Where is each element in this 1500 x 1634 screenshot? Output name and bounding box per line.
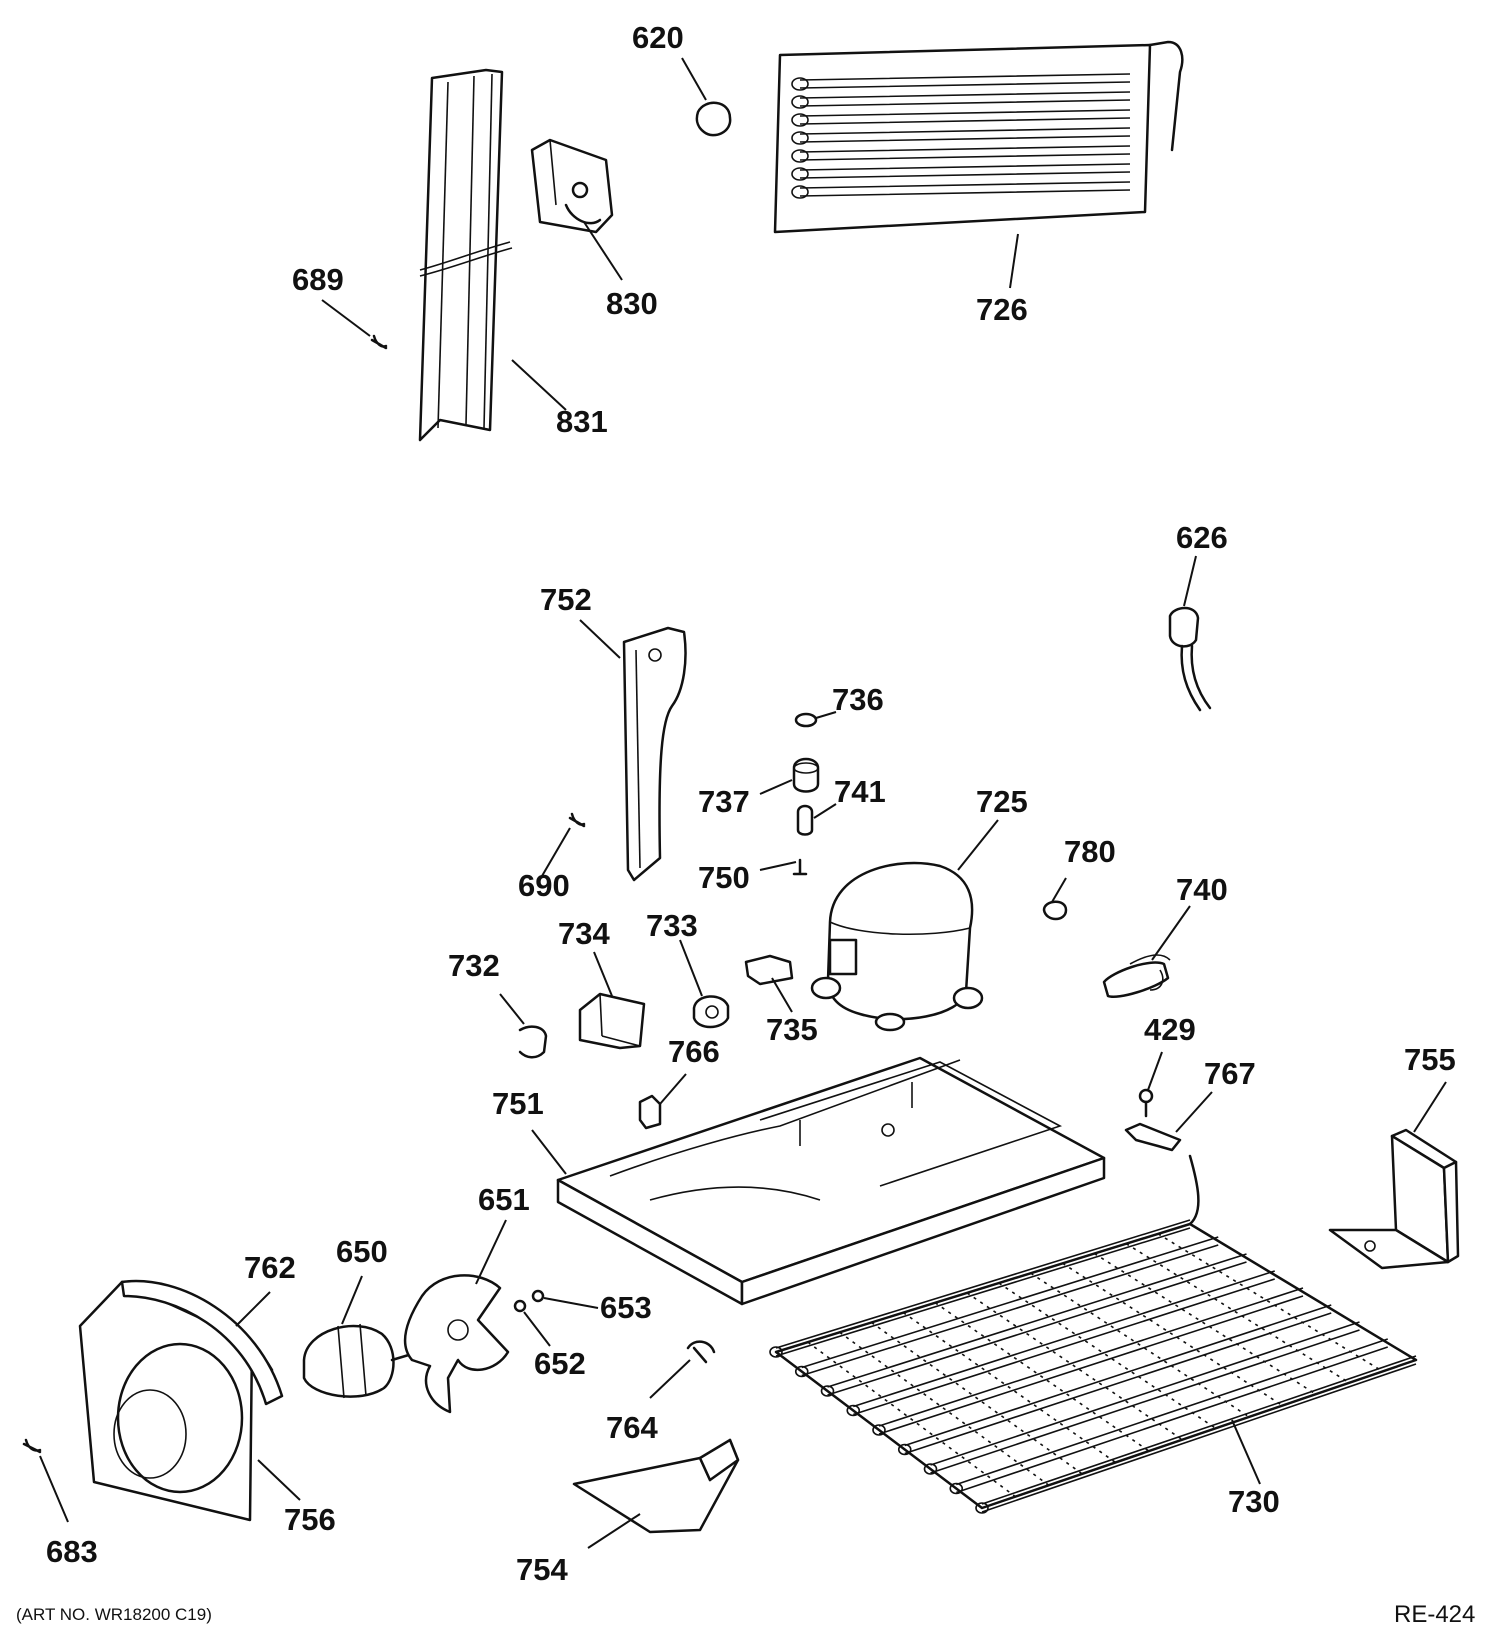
callout-764: 764 xyxy=(606,1410,658,1445)
callout-429: 429 xyxy=(1144,1012,1196,1047)
callout-683: 683 xyxy=(46,1534,98,1569)
part-653-nut xyxy=(531,1289,545,1303)
part-750-clip xyxy=(792,858,808,876)
part-767-bracket xyxy=(1124,1122,1182,1152)
part-736-grommet xyxy=(794,712,818,728)
part-652-washer xyxy=(513,1299,527,1313)
part-762-shroud-strip xyxy=(120,1279,284,1406)
callout-737: 737 xyxy=(698,784,750,819)
callout-726: 726 xyxy=(976,292,1028,327)
callout-689: 689 xyxy=(292,262,344,297)
callout-780: 780 xyxy=(1064,834,1116,869)
leader-lines xyxy=(39,57,1447,1549)
callout-653: 653 xyxy=(600,1290,652,1325)
part-734-relay xyxy=(578,992,646,1050)
callout-733: 733 xyxy=(646,908,698,943)
callout-736: 736 xyxy=(832,682,884,717)
callout-767: 767 xyxy=(1204,1056,1256,1091)
diagram-code: RE-424 xyxy=(1394,1601,1475,1628)
callout-751: 751 xyxy=(492,1086,544,1121)
callout-750: 750 xyxy=(698,860,750,895)
callout-766: 766 xyxy=(668,1034,720,1069)
callout-756: 756 xyxy=(284,1502,336,1537)
callout-752: 752 xyxy=(540,582,592,617)
callout-762: 762 xyxy=(244,1250,296,1285)
part-730-evaporator xyxy=(769,1154,1418,1514)
callout-755: 755 xyxy=(1404,1042,1456,1077)
art-number: (ART NO. WR18200 C19) xyxy=(16,1605,212,1624)
callout-620: 620 xyxy=(632,20,684,55)
part-740-overload xyxy=(1102,954,1171,999)
callout-690: 690 xyxy=(518,868,570,903)
callout-740: 740 xyxy=(1176,872,1228,907)
callout-651: 651 xyxy=(478,1182,530,1217)
callout-830: 830 xyxy=(606,286,658,321)
part-752-bracket xyxy=(622,626,687,882)
callout-754: 754 xyxy=(516,1552,568,1587)
part-626-thermostat xyxy=(1168,606,1212,712)
callout-741: 741 xyxy=(834,774,886,809)
part-620-knob xyxy=(695,101,732,137)
part-780-plug xyxy=(1042,900,1068,921)
part-735-bracket xyxy=(744,954,794,986)
part-689-screw xyxy=(370,334,388,350)
callout-labels: 620 726 830 689 831 626 752 736 737 741 … xyxy=(46,20,1456,1587)
part-831-channel-post xyxy=(418,68,513,442)
part-737-spacer xyxy=(792,757,820,793)
callout-831: 831 xyxy=(556,404,608,439)
part-429-screw xyxy=(1138,1088,1154,1118)
part-651-fan-blade xyxy=(404,1274,510,1414)
callout-730: 730 xyxy=(1228,1484,1280,1519)
part-732-clip xyxy=(518,1025,548,1059)
callout-652: 652 xyxy=(534,1346,586,1381)
part-726-condenser xyxy=(773,40,1184,234)
part-830-bracket xyxy=(530,138,614,234)
callout-732: 732 xyxy=(448,948,500,983)
part-756-fan-shroud xyxy=(78,1280,274,1522)
callout-626: 626 xyxy=(1176,520,1228,555)
callout-650: 650 xyxy=(336,1234,388,1269)
part-755-block xyxy=(1328,1128,1460,1270)
part-764-clip xyxy=(686,1340,716,1364)
part-741-stud xyxy=(796,804,814,836)
part-683-screw xyxy=(22,1438,42,1454)
callout-725: 725 xyxy=(976,784,1028,819)
callout-734: 734 xyxy=(558,916,610,951)
part-725-compressor xyxy=(810,861,984,1032)
part-650-fan-motor xyxy=(302,1323,414,1399)
callout-735: 735 xyxy=(766,1012,818,1047)
part-751-base-pan xyxy=(556,1056,1106,1306)
part-754-tray xyxy=(572,1438,740,1534)
part-690-screw xyxy=(568,812,586,828)
part-766-clip xyxy=(638,1094,662,1130)
part-733-capacitor xyxy=(692,995,730,1029)
